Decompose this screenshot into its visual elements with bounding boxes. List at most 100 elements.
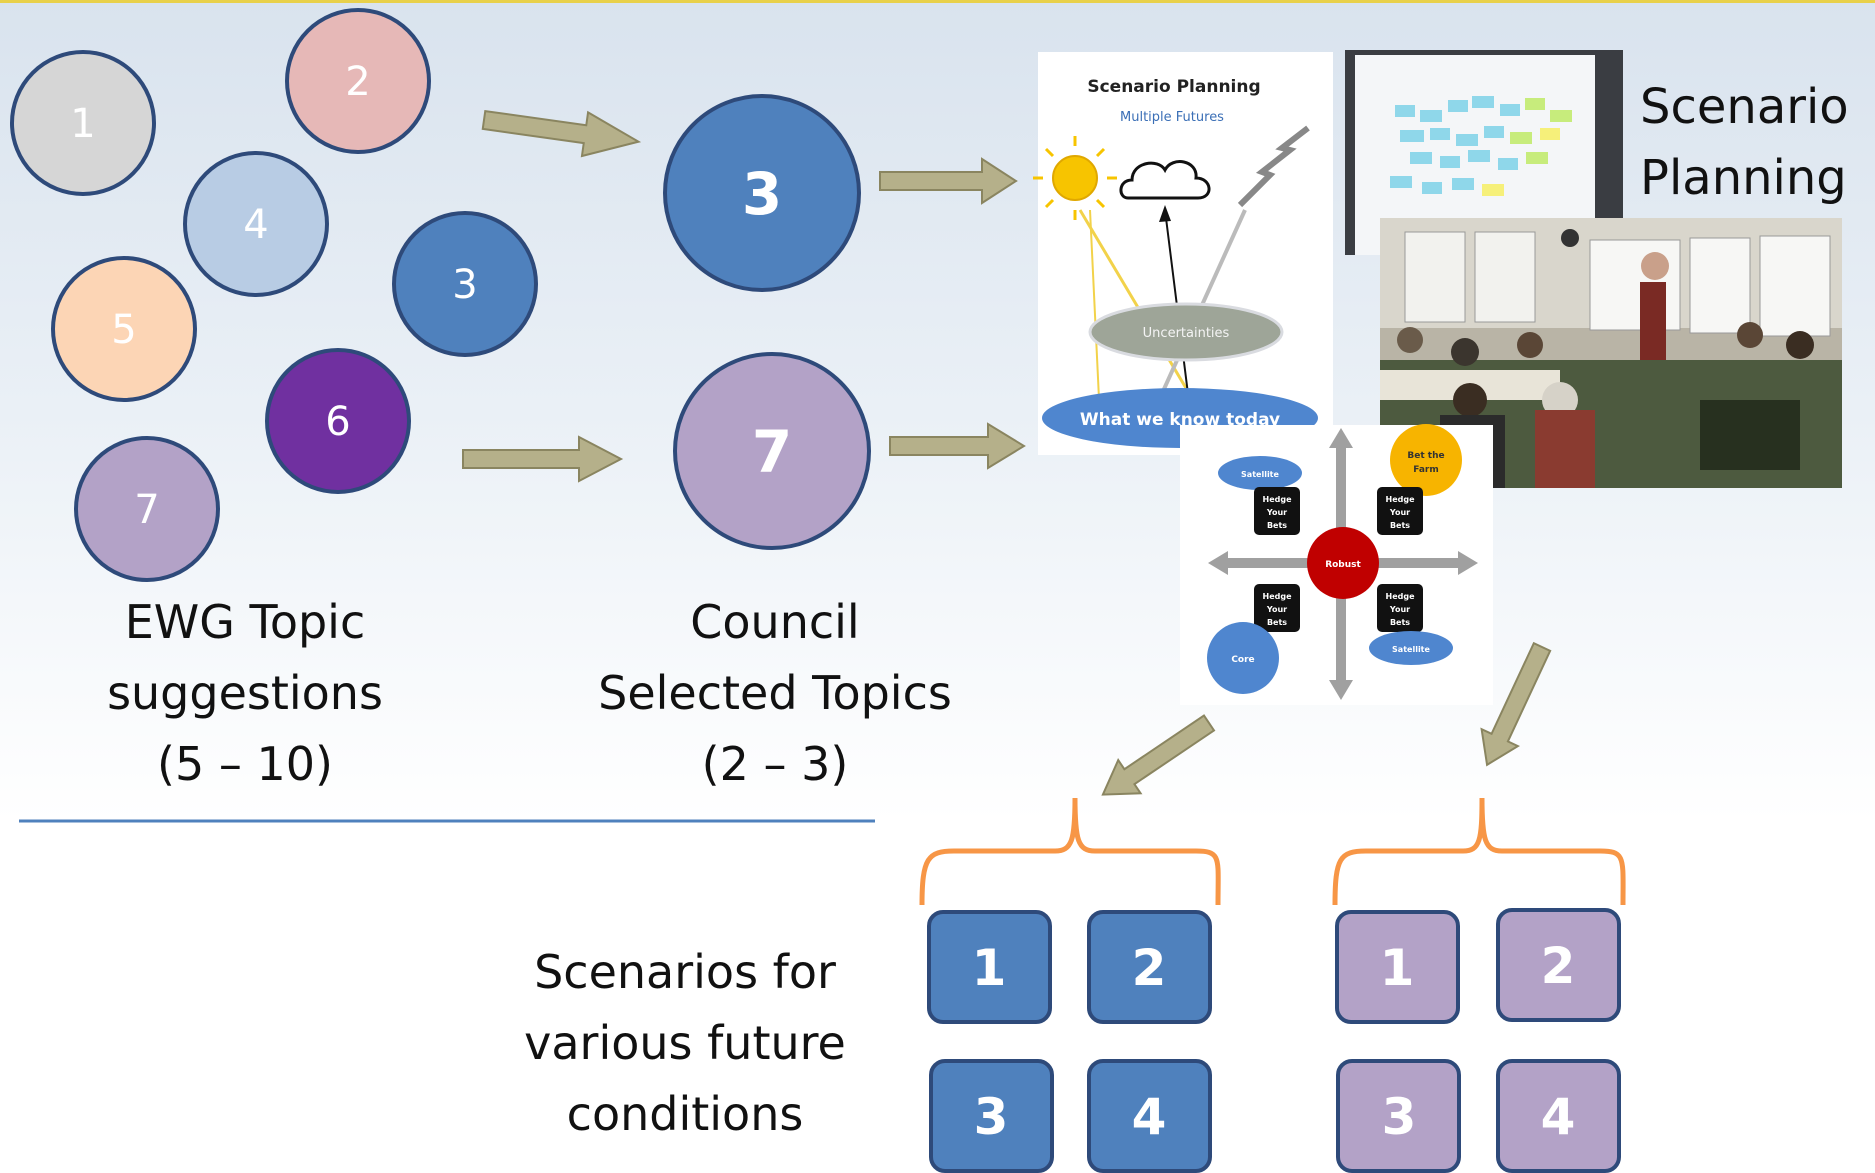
- suggestion-bubble-label: 3: [452, 262, 477, 308]
- lightning-icon: [1237, 125, 1310, 208]
- ewg-caption: EWG Topic suggestions (5 – 10): [60, 587, 430, 800]
- arrow-suggestions-to-topic7: [462, 435, 624, 483]
- suggestion-bubble: 2: [285, 8, 431, 154]
- hedge-box-tl: Hedge Your Bets: [1254, 487, 1300, 535]
- graphic-subtitle: Multiple Futures: [1120, 110, 1224, 125]
- scenario-box: 3: [929, 1059, 1054, 1173]
- svg-text:Bets: Bets: [1390, 521, 1410, 530]
- selected-bubble-shape: [663, 94, 861, 292]
- svg-text:Hedge: Hedge: [1263, 495, 1293, 504]
- arrow-topic3-to-planning: [879, 157, 1018, 205]
- selected-bubble: 7: [673, 352, 871, 550]
- robust-circle: [1307, 527, 1379, 599]
- suggestion-bubble: 3: [392, 211, 538, 357]
- svg-text:Bets: Bets: [1390, 618, 1410, 627]
- ewg-caption-line: EWG Topic: [124, 595, 366, 649]
- svg-text:Bets: Bets: [1267, 521, 1287, 530]
- cloud-icon: [1119, 160, 1211, 200]
- suggestion-bubble-shape: [183, 151, 329, 297]
- sticky-notes: [1390, 96, 1572, 196]
- scenario-planning-caption: Scenario Planning: [1640, 72, 1870, 214]
- uncertainties-ellipse: [1088, 302, 1284, 362]
- selected-bubble-shape: [673, 352, 871, 550]
- scenarios-caption-line: conditions: [566, 1087, 804, 1141]
- brace-purple-group: [1332, 797, 1626, 906]
- scenario-planning-caption-line: Planning: [1640, 150, 1847, 206]
- arrow-planning-to-group-blue: [1101, 714, 1216, 796]
- selected-bubble-label: 7: [752, 418, 792, 486]
- svg-text:4: 4: [1132, 1088, 1167, 1146]
- satellite-bottom-label: Satellite: [1392, 645, 1430, 654]
- bet-farm-line2: Farm: [1413, 465, 1439, 475]
- svg-text:Hedge: Hedge: [1386, 592, 1416, 601]
- suggestion-bubble-label: 4: [243, 202, 268, 248]
- arrow-topic7-to-planning: [889, 422, 1026, 470]
- suggestion-bubble-shape: [51, 256, 197, 402]
- svg-text:1: 1: [972, 939, 1007, 997]
- svg-text:Hedge: Hedge: [1386, 495, 1416, 504]
- scenario-box: 1: [927, 910, 1052, 1024]
- scenario-planning-graphic: Scenario Planning Multiple Futures: [1033, 52, 1333, 455]
- council-caption-line: Selected Topics: [598, 666, 952, 720]
- svg-text:Your: Your: [1389, 605, 1410, 614]
- graphic-title: Scenario Planning: [1087, 77, 1260, 97]
- svg-text:Hedge: Hedge: [1263, 592, 1293, 601]
- suggestion-bubble: 1: [10, 50, 156, 196]
- suggestion-bubble-label: 6: [325, 399, 350, 445]
- selected-bubble-label: 3: [742, 160, 782, 228]
- scenario-group-blue: 1 2 3 4: [927, 910, 1212, 1173]
- ewg-caption-line: suggestions: [107, 666, 383, 720]
- brace-blue-group: [919, 797, 1221, 906]
- top-accent-line: [0, 0, 1875, 3]
- svg-text:1: 1: [1380, 939, 1415, 997]
- sun-ray-2: [1089, 209, 1101, 421]
- scenario-box: 3: [1336, 1059, 1461, 1173]
- suggestion-bubble-label: 7: [134, 487, 159, 533]
- suggestion-bubble-shape: [392, 211, 538, 357]
- quadrant-graphic: Satellite Bet the Farm Hedge Your Bets H…: [1180, 424, 1493, 705]
- scenario-box: 1: [1335, 910, 1460, 1024]
- suggestion-bubble: 5: [51, 256, 197, 402]
- suggestion-bubble-label: 2: [345, 59, 370, 105]
- suggestion-bubble: 7: [74, 436, 220, 582]
- bet-farm-circle: [1390, 424, 1462, 496]
- flow-arrows: [462, 109, 1552, 796]
- scenario-planning-caption-line: Scenario: [1640, 79, 1849, 135]
- core-circle: [1207, 622, 1279, 694]
- scenarios-caption: Scenarios for various future conditions: [500, 937, 870, 1150]
- council-caption-line: (2 – 3): [701, 737, 849, 791]
- uncertainty-arrow-head: [1159, 205, 1171, 222]
- scenario-box: 4: [1087, 1059, 1212, 1173]
- uncertainties-label: Uncertainties: [1143, 326, 1230, 341]
- hedge-box-br: Hedge Your Bets: [1377, 584, 1423, 632]
- arrow-suggestions-to-topic3: [481, 109, 642, 158]
- svg-text:4: 4: [1541, 1088, 1576, 1146]
- satellite-top-label: Satellite: [1241, 470, 1279, 479]
- svg-text:2: 2: [1541, 937, 1576, 995]
- suggestion-bubbles: 1 2 4 3 5 6 7: [10, 8, 538, 582]
- suggestion-bubble-shape: [74, 436, 220, 582]
- hedge-box-tr: Hedge Your Bets: [1377, 487, 1423, 535]
- bet-farm-line1: Bet the: [1407, 451, 1444, 461]
- scenario-box: 2: [1087, 910, 1212, 1024]
- svg-text:3: 3: [1382, 1088, 1417, 1146]
- scenario-box: 4: [1496, 1059, 1621, 1173]
- svg-text:Your: Your: [1266, 508, 1287, 517]
- council-caption-line: Council: [690, 595, 860, 649]
- scenarios-caption-line: Scenarios for: [534, 945, 836, 999]
- robust-label: Robust: [1325, 560, 1361, 570]
- council-caption: Council Selected Topics (2 – 3): [570, 587, 980, 800]
- suggestion-bubble-label: 5: [111, 307, 136, 353]
- svg-text:Your: Your: [1389, 508, 1410, 517]
- suggestion-bubble-label: 1: [70, 101, 95, 147]
- ewg-caption-line: (5 – 10): [157, 737, 333, 791]
- svg-text:Your: Your: [1266, 605, 1287, 614]
- svg-text:2: 2: [1132, 939, 1167, 997]
- svg-text:3: 3: [974, 1088, 1009, 1146]
- scenarios-caption-line: various future: [524, 1016, 846, 1070]
- sun-icon: [1033, 136, 1117, 220]
- hedge-box-bl: Hedge Your Bets: [1254, 584, 1300, 632]
- core-label: Core: [1231, 655, 1254, 665]
- scenario-box: 2: [1496, 908, 1621, 1022]
